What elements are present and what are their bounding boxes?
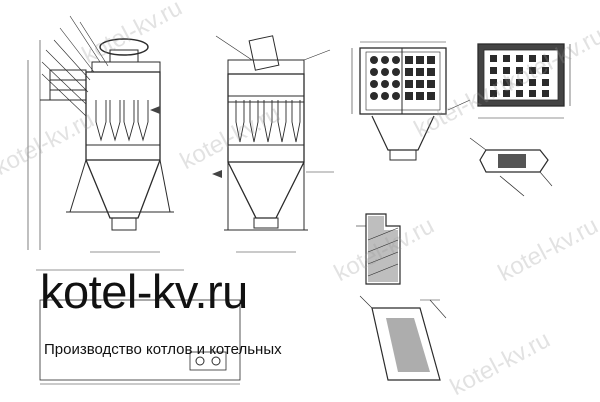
plan-view-cyclone-grid [351,41,471,161]
elevation-view-right [212,35,334,253]
detail-insulation-corner-a [356,213,401,285]
detail-fitting-node [469,137,553,197]
detail-insulation-corner-b [359,295,447,381]
bottom-flange-drawing [36,269,241,385]
elevation-view-left [27,15,174,253]
section-view-tube-array [477,43,571,119]
brand-tagline: Производство котлов и котельных [44,341,282,358]
brand-site-name: kotel-kv.ru [40,265,248,318]
